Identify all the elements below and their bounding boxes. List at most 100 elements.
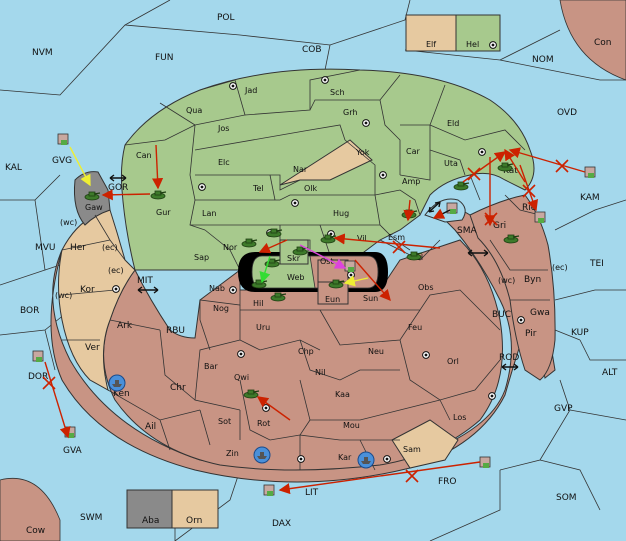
label-Kaa: Kaa xyxy=(335,390,350,399)
label-Olk: Olk xyxy=(304,184,318,193)
label-Tel: Tel xyxy=(252,184,264,193)
label-Car: Car xyxy=(406,147,420,156)
label-Bar: Bar xyxy=(204,362,218,371)
label-ec1: (ec) xyxy=(102,243,118,252)
label-Feu: Feu xyxy=(408,323,422,332)
label-Kor: Kor xyxy=(80,285,95,295)
label-Gur: Gur xyxy=(156,208,171,217)
label-SOM: SOM xyxy=(556,493,577,503)
label-Nil: Nil xyxy=(315,368,325,377)
label-Skr: Skr xyxy=(287,254,301,263)
label-KUP: KUP xyxy=(571,328,589,338)
label-wc3: (wc) xyxy=(498,276,515,285)
label-Aba: Aba xyxy=(142,516,159,526)
label-Kat: Kat xyxy=(503,166,518,176)
label-SMA: SMA xyxy=(457,226,477,236)
label-SWM: SWM xyxy=(80,513,102,523)
label-Qwi: Qwi xyxy=(234,373,249,382)
label-DOR: DOR xyxy=(28,372,48,382)
label-Nab: Nab xyxy=(209,284,225,293)
region-labels: POL COB FUN NVM NOM Con OVD KAL GVG GOR … xyxy=(5,13,618,536)
label-FUN: FUN xyxy=(155,53,174,63)
failed-order-marks xyxy=(42,159,569,483)
label-Sap: Sap xyxy=(194,253,209,262)
label-BUC: BUC xyxy=(492,310,511,320)
label-KAM: KAM xyxy=(580,193,600,203)
label-Nog: Nog xyxy=(213,304,229,313)
label-Gwa: Gwa xyxy=(530,308,550,318)
label-Uta: Uta xyxy=(444,159,458,168)
label-Orn: Orn xyxy=(186,516,202,526)
label-ec3: (ec) xyxy=(552,263,568,272)
label-Yok: Yok xyxy=(355,148,370,157)
label-Gri: Gri xyxy=(493,221,506,231)
label-BOR: BOR xyxy=(20,306,39,316)
fleet-kar xyxy=(357,451,375,469)
label-Con: Con xyxy=(594,38,612,48)
label-ALT: ALT xyxy=(602,368,618,378)
label-Neu: Neu xyxy=(368,347,384,356)
label-RBU: RBU xyxy=(166,326,185,336)
label-Sam: Sam xyxy=(403,445,421,454)
label-Her: Her xyxy=(70,243,86,253)
label-Cow: Cow xyxy=(26,526,45,536)
label-Ost: Ost xyxy=(320,257,334,266)
label-Mou: Mou xyxy=(343,421,360,430)
label-Esm: Esm xyxy=(388,233,405,242)
label-Sun: Sun xyxy=(363,294,378,303)
land-orn xyxy=(171,489,219,529)
label-Ail: Ail xyxy=(145,422,156,432)
label-Ver: Ver xyxy=(85,343,100,353)
label-Kar: Kar xyxy=(338,453,352,462)
label-Vil: Vil xyxy=(357,234,367,243)
label-FRO: FRO xyxy=(438,477,457,487)
label-Eld: Eld xyxy=(447,119,459,128)
label-Qua: Qua xyxy=(186,106,202,115)
label-Orl: Orl xyxy=(447,357,459,366)
label-Nar: Nar xyxy=(293,165,308,174)
label-Los: Los xyxy=(453,413,466,422)
label-ec2: (ec) xyxy=(108,266,124,275)
label-Sot: Sot xyxy=(218,417,231,426)
label-MVU: MVU xyxy=(35,243,56,253)
label-Ark: Ark xyxy=(117,321,133,331)
label-Hug: Hug xyxy=(333,209,349,218)
connectors xyxy=(109,174,519,371)
land-aba xyxy=(126,489,173,529)
label-ROD: ROD xyxy=(499,353,519,363)
land-cow xyxy=(0,478,61,541)
label-Lan: Lan xyxy=(202,209,216,218)
land-nar xyxy=(279,139,373,186)
label-Chr: Chr xyxy=(170,383,186,393)
label-Hel: Hel xyxy=(466,40,479,49)
label-OVD: OVD xyxy=(557,108,577,118)
label-Grh: Grh xyxy=(343,108,357,117)
label-Jad: Jad xyxy=(244,86,257,95)
label-POL: POL xyxy=(217,13,235,23)
land-hel xyxy=(455,14,501,52)
label-Zin: Zin xyxy=(226,449,239,458)
label-Gaw: Gaw xyxy=(85,203,103,212)
label-wc2: (wc) xyxy=(55,291,72,300)
label-DAX: DAX xyxy=(272,519,291,529)
label-Ken: Ken xyxy=(113,389,130,399)
province-borders xyxy=(61,69,550,471)
label-Nor: Nor xyxy=(223,243,238,252)
label-Sch: Sch xyxy=(330,88,345,97)
label-LIT: LIT xyxy=(305,488,319,498)
label-NVM: NVM xyxy=(32,48,53,58)
label-GVA: GVA xyxy=(63,446,83,456)
label-GVG: GVG xyxy=(52,156,72,166)
label-Hil: Hil xyxy=(253,299,263,308)
order-arrows xyxy=(44,144,586,495)
label-wc1: (wc) xyxy=(60,218,77,227)
label-Jos: Jos xyxy=(217,124,229,133)
label-GVP: GVP xyxy=(554,404,573,414)
label-Pir: Pir xyxy=(525,329,537,339)
label-COB: COB xyxy=(302,45,322,55)
label-Amp: Amp xyxy=(402,177,420,186)
label-TEI: TEI xyxy=(589,259,604,269)
label-Rot: Rot xyxy=(257,419,270,428)
label-GOR: GOR xyxy=(108,183,128,193)
